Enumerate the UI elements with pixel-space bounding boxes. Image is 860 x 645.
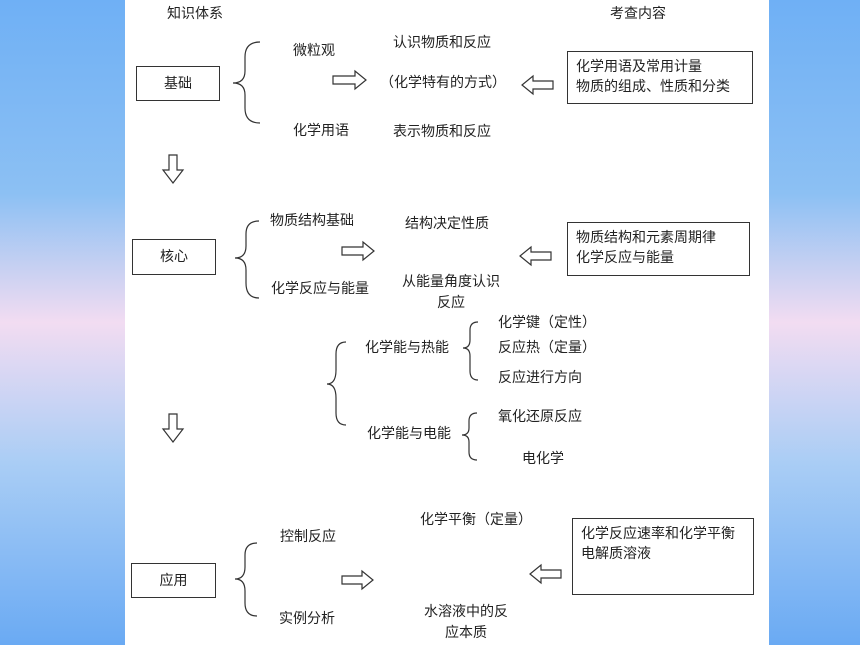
exam-item: 化学反应速率和化学平衡: [581, 526, 735, 542]
core-brace-icon: [234, 220, 260, 299]
basis-exam-box: 化学用语及常用计量 物质的组成、性质和分类: [567, 51, 753, 104]
middle-energy-view: 从能量角度认识: [402, 274, 500, 290]
thermal-item: 化学键（定性）: [498, 315, 596, 331]
header-knowledge-system: 知识体系: [167, 6, 223, 22]
exam-item: 化学反应与能量: [576, 250, 674, 266]
middle-solution: 水溶液中的反: [424, 604, 508, 620]
item-case-analysis: 实例分析: [279, 611, 335, 627]
middle-equilibrium: 化学平衡（定量）: [420, 512, 532, 528]
middle-solution-2: 应本质: [445, 625, 487, 641]
exam-item: 电解质溶液: [581, 546, 651, 562]
item-particle-view: 微粒观: [293, 43, 335, 59]
thermal-item: 反应热（定量）: [498, 340, 596, 356]
item-chemical-language: 化学用语: [293, 123, 349, 139]
core-arrow-left-icon: [519, 245, 552, 267]
energy-brace-icon: [326, 341, 347, 426]
down-arrow-icon: [161, 413, 185, 443]
application-arrow-left-icon: [529, 563, 562, 585]
slide: 知识体系 考查内容 基础 微粒观 化学用语 认识物质和反应 （化学特有的方式） …: [125, 0, 769, 645]
middle-represent: 表示物质和反应: [393, 124, 491, 140]
core-box: 核心: [132, 239, 216, 275]
basis-arrow-right-icon: [332, 69, 367, 91]
exam-item: 化学用语及常用计量: [576, 59, 702, 75]
basis-box: 基础: [136, 66, 220, 101]
application-brace-icon: [234, 542, 258, 617]
item-control-reaction: 控制反应: [280, 529, 336, 545]
electric-item: 电化学: [522, 451, 564, 467]
exam-item: 物质结构和元素周期律: [576, 230, 716, 246]
application-box: 应用: [131, 563, 216, 598]
electric-brace-icon: [461, 412, 478, 461]
middle-structure-property: 结构决定性质: [405, 216, 489, 232]
application-arrow-right-icon: [341, 569, 374, 591]
electric-item: 氧化还原反应: [498, 409, 582, 425]
core-exam-box: 物质结构和元素周期律 化学反应与能量: [567, 222, 750, 276]
item-structure-basis: 物质结构基础: [270, 213, 354, 229]
header-exam-content: 考查内容: [610, 6, 666, 22]
exam-item: 物质的组成、性质和分类: [576, 79, 730, 95]
electric-energy-label: 化学能与电能: [367, 426, 451, 442]
application-exam-box: 化学反应速率和化学平衡 电解质溶液: [572, 518, 754, 595]
thermal-brace-icon: [462, 321, 479, 381]
thermal-energy-label: 化学能与热能: [365, 340, 449, 356]
middle-chemical-way: （化学特有的方式）: [380, 75, 506, 91]
down-arrow-icon: [161, 154, 185, 184]
core-arrow-right-icon: [341, 240, 375, 262]
basis-arrow-left-icon: [521, 74, 554, 96]
middle-recognize: 认识物质和反应: [393, 35, 491, 51]
middle-energy-view-2: 反应: [437, 295, 465, 311]
thermal-item: 反应进行方向: [498, 370, 582, 386]
item-reaction-energy: 化学反应与能量: [271, 281, 369, 297]
basis-brace-icon: [232, 41, 261, 124]
